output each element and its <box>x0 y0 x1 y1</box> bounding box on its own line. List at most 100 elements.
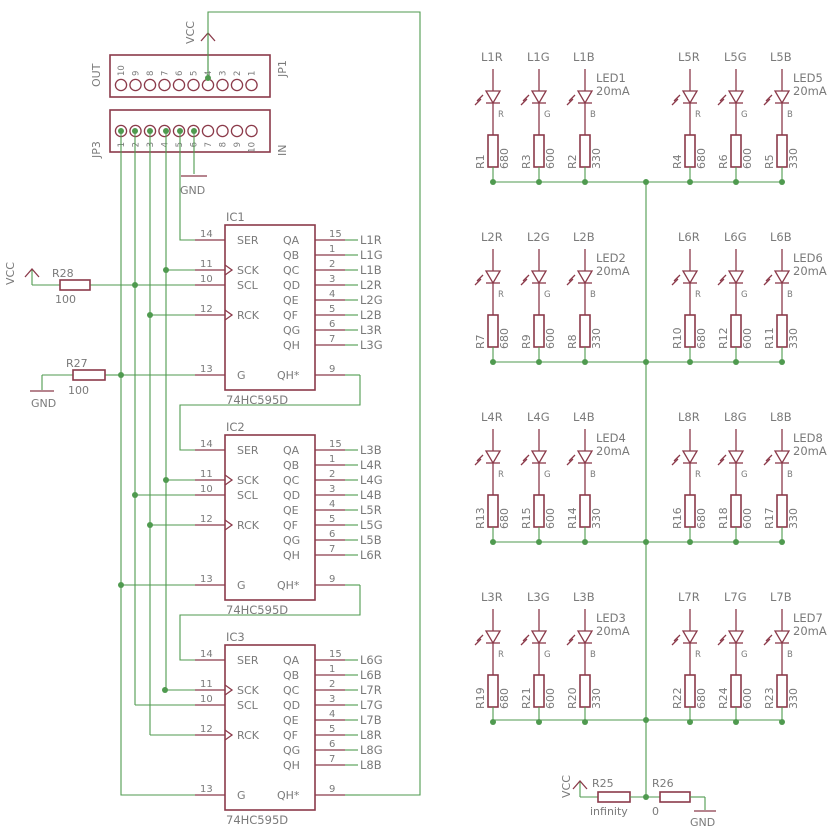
net-label-l8g: L8G <box>360 743 383 757</box>
resistor-value: 600 <box>741 508 754 529</box>
resistor-name: R8 <box>566 334 579 349</box>
led-name: LED2 <box>596 251 626 265</box>
chip-pin-name: RCK <box>237 729 260 742</box>
led-signal-l3b: L3B <box>573 590 595 604</box>
led-color-letter: G <box>544 650 551 660</box>
jp1-pin-number: 1 <box>248 71 258 76</box>
resistor-value: 600 <box>544 148 557 169</box>
jp3-pin-8 <box>216 124 229 138</box>
led-signal-l7g: L7G <box>724 590 747 604</box>
resistor-value: 330 <box>787 328 800 349</box>
vcc-label-left: VCC <box>4 262 17 285</box>
resistor-r10 <box>684 314 696 348</box>
chip-pin-number: 5 <box>329 304 335 315</box>
common-bus <box>493 179 780 800</box>
chip-pin-number: 1 <box>329 244 335 255</box>
jp3-pin-10 <box>245 124 258 138</box>
jp1-pin-number: 10 <box>117 65 127 76</box>
r26-resistor: R26 0 <box>652 777 705 818</box>
led-color-letter: G <box>544 290 551 300</box>
jp3-pin-number: 7 <box>204 142 214 147</box>
led-current: 20mA <box>793 444 827 458</box>
resistor-value: 680 <box>498 148 511 169</box>
resistor-r1 <box>487 134 499 168</box>
jp1-pin-9 <box>129 78 142 92</box>
resistor-name: R17 <box>763 507 776 529</box>
chip-pin-number: 4 <box>329 289 335 300</box>
jp1-pin-10 <box>114 78 128 92</box>
jp1-name: JP1 <box>276 60 289 78</box>
resistor-name: R20 <box>566 687 579 709</box>
chip-pin-number: 15 <box>329 439 342 450</box>
chip-pin-number: 11 <box>200 259 213 270</box>
resistor-name: R18 <box>717 507 730 529</box>
chip-part: 74HC595D <box>226 393 288 407</box>
chip-part: 74HC595D <box>226 813 288 827</box>
resistor-r8 <box>579 314 591 348</box>
chip-pin-number: 13 <box>200 574 213 585</box>
net-label-l5g: L5G <box>360 518 383 532</box>
chip-pin-name: SER <box>237 654 259 667</box>
r27-name: R27 <box>66 357 88 370</box>
chip-pin-name: QH* <box>277 369 300 382</box>
led-color-letter: R <box>695 650 701 660</box>
resistor-name: R2 <box>566 154 579 169</box>
jp1-pin-2 <box>230 78 244 92</box>
resistor-value: 330 <box>787 148 800 169</box>
net-label-l3b: L3B <box>360 443 382 457</box>
r25-value: infinity <box>590 805 628 818</box>
led-signal-l1g: L1G <box>527 50 550 64</box>
jp1-pin-number: 5 <box>190 71 200 76</box>
resistor-value: 680 <box>695 148 708 169</box>
chip-pin-name: QB <box>283 459 299 472</box>
chip-pin-name: QF <box>283 729 298 742</box>
resistor-r7 <box>487 314 499 348</box>
led-name: LED1 <box>596 71 626 85</box>
resistor-name: R10 <box>671 327 684 349</box>
resistor-r4 <box>684 134 696 168</box>
led-color-letter: R <box>498 470 504 480</box>
chip-pin-name: QA <box>283 234 300 247</box>
chip-pin-name: QB <box>283 669 299 682</box>
resistor-value: 680 <box>498 508 511 529</box>
net-label-l5r: L5R <box>360 503 382 517</box>
chip-pin-number: 2 <box>329 259 335 270</box>
r26-name: R26 <box>652 777 674 790</box>
r25-name: R25 <box>592 777 614 790</box>
jp1-pin-number: 6 <box>175 71 185 76</box>
chip-pin-number: 3 <box>329 274 335 285</box>
jp1-pin-number: 4 <box>204 71 214 76</box>
resistor-name: R4 <box>671 154 684 169</box>
resistor-name: R23 <box>763 687 776 709</box>
chip-pin-number: 7 <box>329 334 335 345</box>
jp1-pin-number: 8 <box>146 71 156 76</box>
resistor-r6 <box>730 134 742 168</box>
led-color-letter: R <box>695 110 701 120</box>
led-color-letter: B <box>787 650 793 660</box>
resistor-name: R12 <box>717 327 730 349</box>
led-color-letter: B <box>590 110 596 120</box>
chip-pin-name: QG <box>283 324 300 337</box>
chip-pin-number: 15 <box>329 229 342 240</box>
chip-pin-number: 13 <box>200 784 213 795</box>
chip-pin-number: 9 <box>329 574 335 585</box>
chip-pin-name: G <box>237 789 246 802</box>
resistor-value: 330 <box>787 508 800 529</box>
led-signal-l6b: L6B <box>770 230 792 244</box>
chip-pin-name: QG <box>283 744 300 757</box>
led-signal-l4b: L4B <box>573 410 595 424</box>
net-label-l2b: L2B <box>360 308 382 322</box>
led-name: LED6 <box>793 251 823 265</box>
led-color-letter: B <box>787 110 793 120</box>
led-signal-l2r: L2R <box>481 230 503 244</box>
chip-pin-name: SCK <box>237 684 260 697</box>
jp3-name: JP3 <box>90 141 103 159</box>
resistor-name: R22 <box>671 687 684 709</box>
jp1-pin-5 <box>187 78 200 92</box>
led-signal-l7r: L7R <box>678 590 700 604</box>
jp1-pin-number: 9 <box>132 71 142 76</box>
